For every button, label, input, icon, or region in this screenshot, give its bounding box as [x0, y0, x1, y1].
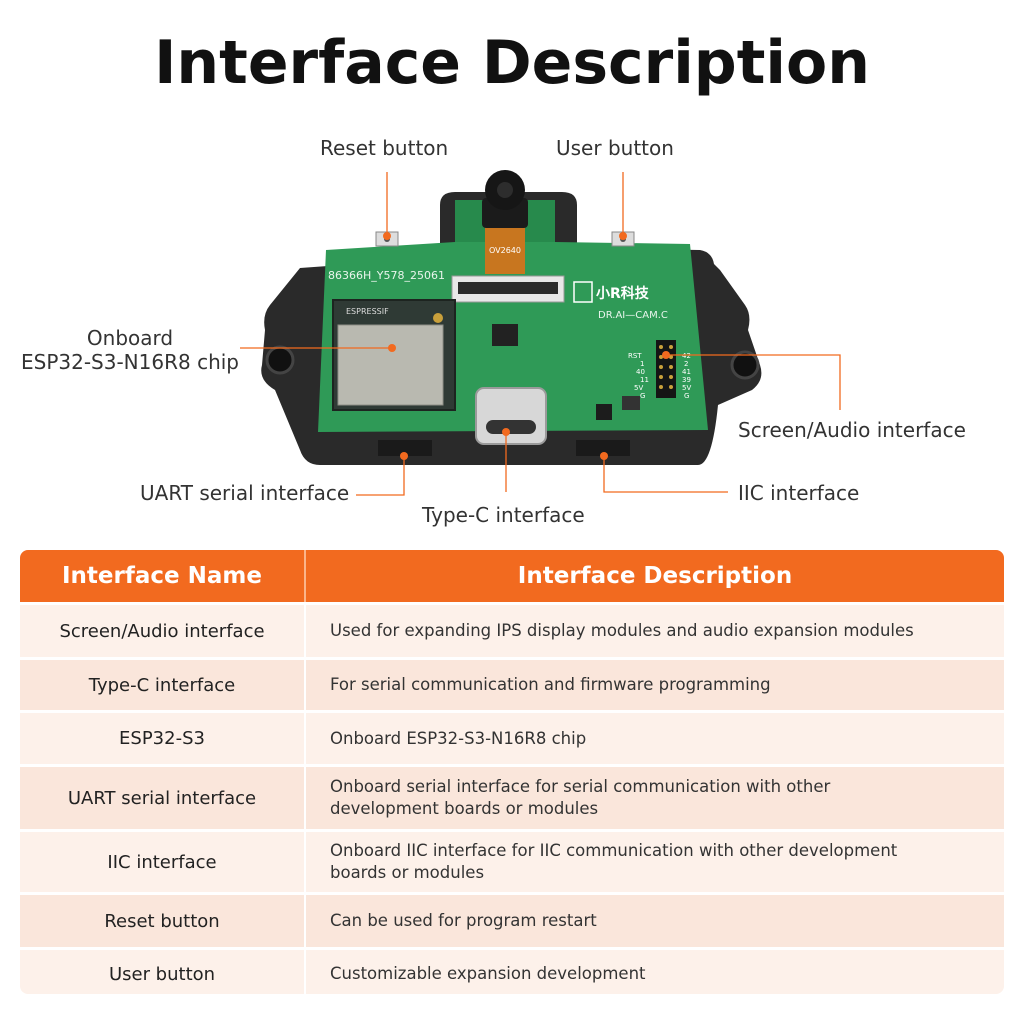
- leader-iic: [603, 456, 728, 493]
- row-name: ESP32-S3: [119, 728, 205, 749]
- callout-screen-audio: Screen/Audio interface: [738, 418, 966, 442]
- type-c-port: [475, 387, 547, 445]
- table-row: Type-C interface For serial communicatio…: [20, 657, 1004, 710]
- row-description: Onboard ESP32-S3-N16R8 chip: [304, 713, 1004, 764]
- header-interface-description: Interface Description: [304, 550, 1004, 602]
- callout-uart: UART serial interface: [140, 481, 350, 505]
- callout-user-button: User button: [556, 136, 674, 160]
- camera-label: OV2640: [489, 246, 521, 255]
- table-row: ESP32-S3 Onboard ESP32-S3-N16R8 chip: [20, 710, 1004, 764]
- row-description: For serial communication and firmware pr…: [304, 660, 1004, 710]
- uart-connector: [378, 440, 432, 456]
- pin-header: [656, 340, 676, 398]
- row-description: Customizable expansion development: [304, 950, 1004, 994]
- pin-right-3: 39: [682, 376, 691, 384]
- model-silk: DR.AI—CAM.C: [598, 310, 668, 321]
- row-name: User button: [108, 963, 216, 985]
- mount-hole-right: [730, 350, 760, 380]
- pin-left-1: 1: [640, 360, 644, 368]
- pin-right-2: 41: [682, 368, 691, 376]
- table-row: Screen/Audio interface Used for expandin…: [20, 602, 1004, 657]
- row-name: IIC interface: [107, 851, 217, 873]
- part-number-silk: 86366H_Y578_25061: [328, 269, 445, 282]
- header-interface-name: Interface Name: [62, 563, 262, 589]
- table-row: UART serial interface Onboard serial int…: [20, 764, 1004, 829]
- pin-left-3: 11: [640, 376, 649, 384]
- module-silk: ESPRESSIF: [346, 307, 389, 316]
- row-description: Onboard IIC interface for IIC communicat…: [304, 832, 1004, 892]
- table-row: IIC interface Onboard IIC interface for …: [20, 829, 1004, 892]
- pin-right-0: 42: [682, 352, 691, 360]
- pin-left-2: 40: [636, 368, 645, 376]
- table-row: User button Customizable expansion devel…: [20, 947, 1004, 994]
- row-description: Onboard serial interface for serial comm…: [304, 767, 1004, 829]
- pin-left-0: RST: [628, 352, 642, 360]
- leader-screen: [666, 354, 841, 410]
- callout-iic: IIC interface: [738, 481, 860, 505]
- pin-right-1: 2: [684, 360, 688, 368]
- page-title: Interface Description: [154, 28, 870, 98]
- callout-reset-button: Reset button: [320, 136, 449, 160]
- pin-left-4: 5V: [634, 384, 643, 392]
- table-row: Reset button Can be used for program res…: [20, 892, 1004, 947]
- row-name: Screen/Audio interface: [59, 620, 265, 642]
- iic-connector: [576, 440, 630, 456]
- row-name: Reset button: [104, 910, 220, 932]
- mount-hole-left: [265, 345, 295, 375]
- brand-logo: [573, 281, 593, 303]
- callout-esp32-chip: Onboard ESP32-S3-N16R8 chip: [20, 326, 239, 374]
- camera-flex: [485, 222, 525, 274]
- pin-left-5: G: [640, 392, 645, 400]
- table-header: Interface Name Interface Description: [20, 550, 1004, 602]
- row-description: Can be used for program restart: [304, 895, 1004, 947]
- brand-silk: 小R科技: [596, 285, 650, 302]
- row-name: UART serial interface: [67, 787, 257, 809]
- pin-right-4: 5V: [682, 384, 691, 392]
- board-illustration: OV2640 86366H_Y578_25061 小R科技 DR.AI—CAM.…: [240, 170, 841, 496]
- callout-type-c: Type-C interface: [422, 503, 585, 527]
- interface-table: Interface Name Interface Description Scr…: [20, 550, 1004, 994]
- pin-right-5: G: [684, 392, 689, 400]
- row-description: Used for expanding IPS display modules a…: [304, 605, 1004, 657]
- row-name: Type-C interface: [88, 674, 236, 696]
- leader-uart: [356, 456, 405, 496]
